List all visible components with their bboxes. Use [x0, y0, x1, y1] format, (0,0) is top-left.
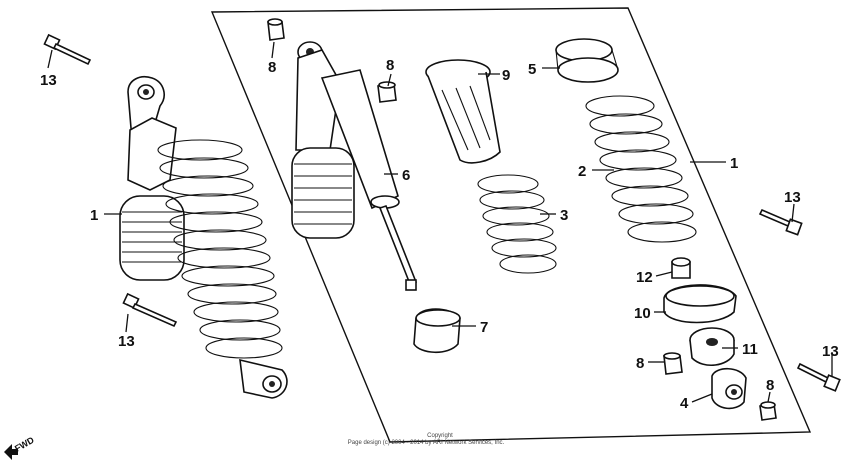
nut-top: [267, 18, 285, 41]
callout-9: 9: [502, 67, 510, 84]
inner-spring: [477, 174, 557, 274]
stopper-collar: [413, 308, 461, 354]
callout-1-left: 1: [90, 207, 98, 224]
dust-cover: [425, 59, 501, 164]
callout-10: 10: [634, 305, 651, 322]
spring-seat-ring: [555, 38, 619, 83]
fwd-label: FWD: [13, 435, 36, 454]
bush: [671, 257, 691, 279]
callout-1-right: 1: [730, 155, 738, 172]
callout-8-lower-right: 8: [766, 377, 774, 394]
adjuster: [689, 327, 735, 366]
nut-lower-right: [759, 401, 777, 421]
callout-13-top-left: 13: [40, 72, 57, 89]
callout-13-mid-left: 13: [118, 333, 135, 350]
callout-3: 3: [560, 207, 568, 224]
bolt-right-lower: [796, 362, 841, 392]
bolt-mid-left: [122, 292, 178, 328]
callout-12: 12: [636, 269, 653, 286]
nut-lower-left: [663, 352, 683, 375]
callouts: 13 8 8 9 5 1 2 6 3 1 13 12 10 7 13 11 8 …: [40, 57, 839, 412]
callout-2: 2: [578, 163, 586, 180]
nut-mid: [377, 81, 397, 103]
callout-4: 4: [680, 395, 689, 412]
exploded-parts-panel: [210, 7, 812, 443]
split-collar: [663, 284, 737, 324]
footer-line-1: Copyright: [427, 433, 453, 439]
assembled-shock-absorber: [119, 76, 288, 399]
bolt-right-upper: [758, 208, 803, 236]
callout-8-top: 8: [268, 59, 276, 76]
leader-lines: [47, 41, 833, 403]
callout-8-mid: 8: [386, 57, 394, 74]
fwd-arrow-icon: [4, 444, 18, 460]
callout-13-right-upper: 13: [784, 189, 801, 206]
callout-5: 5: [528, 61, 536, 78]
bolt-top-left: [43, 33, 92, 66]
callout-6: 6: [402, 167, 410, 184]
damper-unit: [291, 41, 418, 291]
callout-7: 7: [480, 319, 488, 336]
callout-8-lower-left: 8: [636, 355, 644, 372]
footer-copyright: Page design (c) 2004 - 2014 by ARI Netwo…: [348, 440, 505, 446]
callout-13-right-lower: 13: [822, 343, 839, 360]
fwd-arrow: FWD: [4, 435, 36, 460]
callout-11: 11: [742, 341, 758, 358]
lower-mount-eye: [711, 367, 747, 410]
main-spring: [585, 95, 697, 243]
